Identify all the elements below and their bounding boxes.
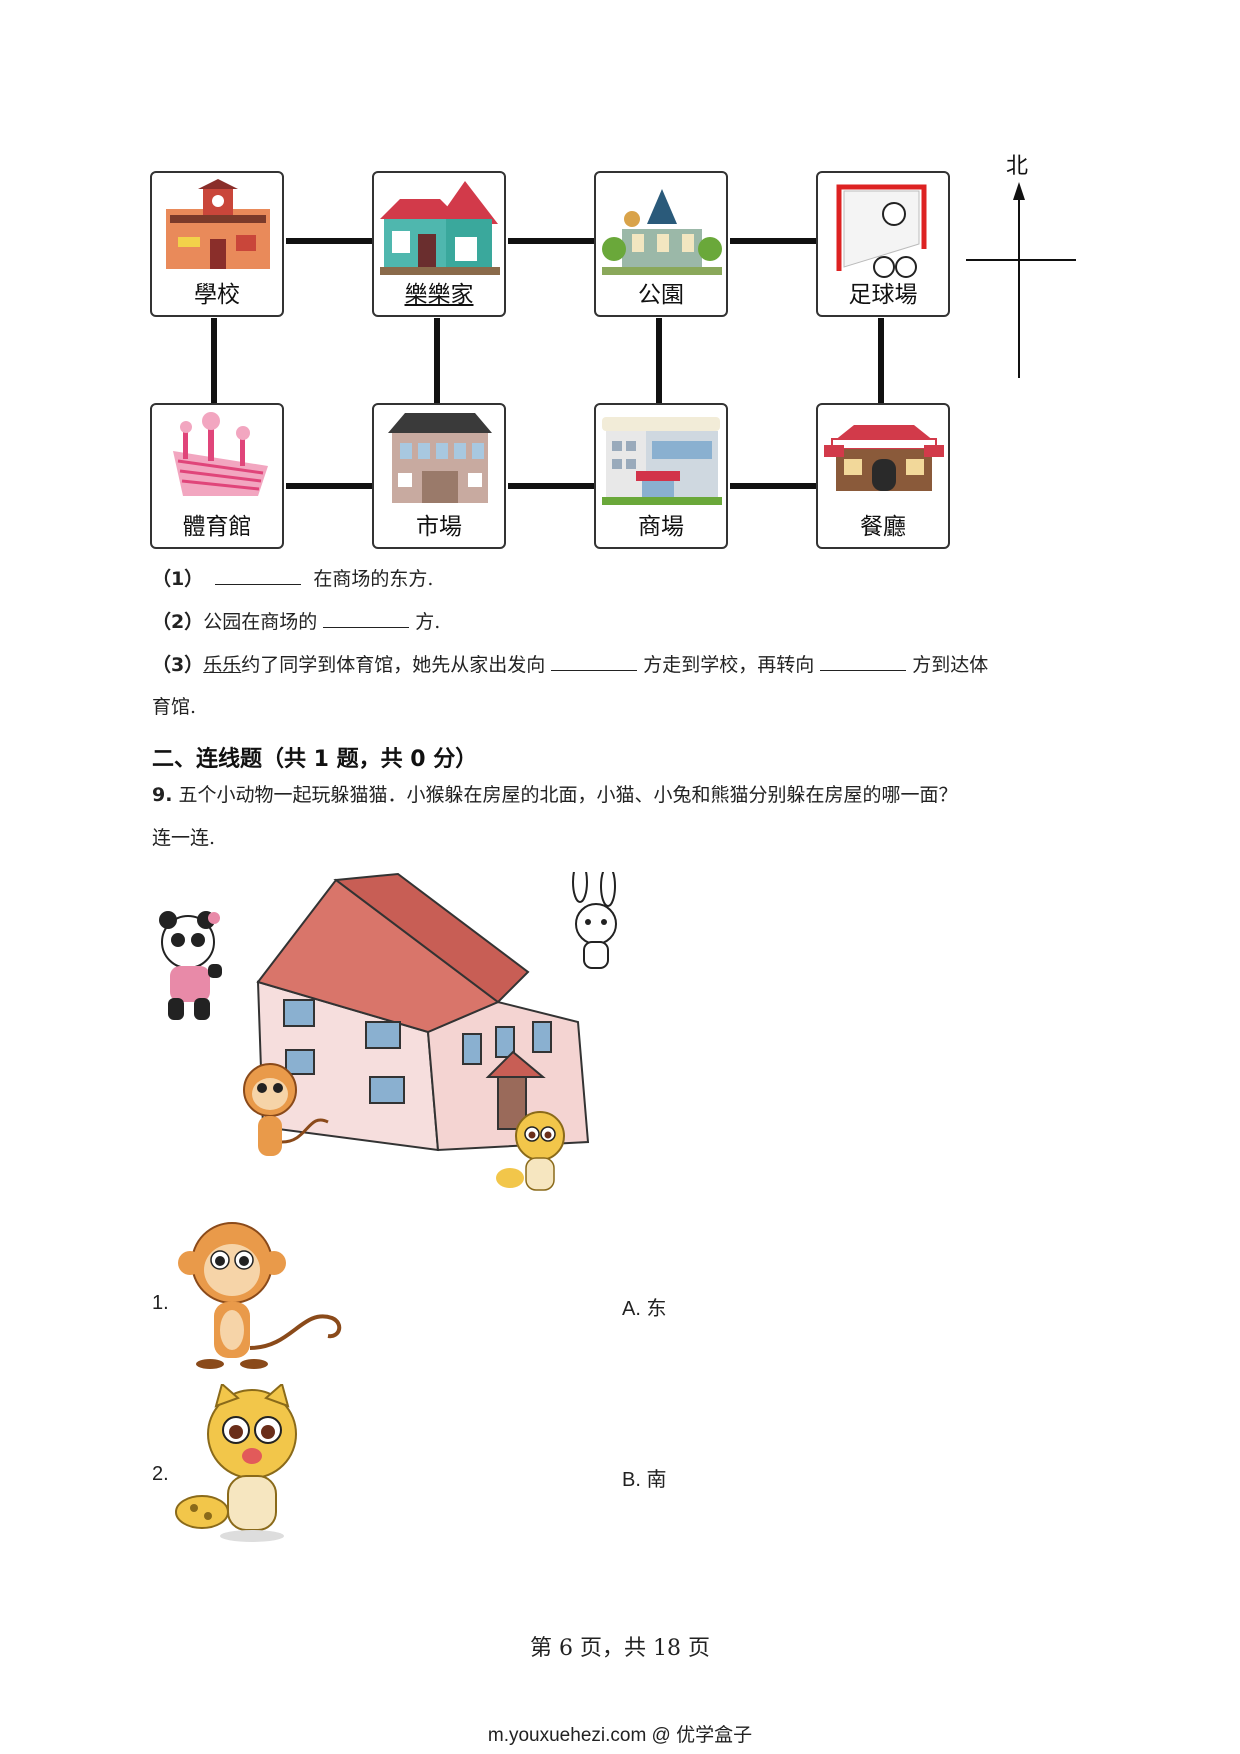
place-gym: 體育館	[150, 403, 284, 549]
place-label: 餐廳	[860, 514, 906, 540]
place-label: 市場	[416, 514, 462, 540]
answer-blank[interactable]	[323, 613, 410, 628]
stadium-icon	[173, 412, 268, 496]
road	[286, 483, 372, 489]
cat-icon	[175, 1384, 297, 1542]
compass-arrow-icon	[966, 182, 1076, 378]
question-text: 五个小动物一起玩躲猫猫．小猴躲在房屋的北面，小猫、小兔和熊猫分别躲在房屋的哪一面…	[178, 784, 958, 806]
restaurant-icon	[824, 425, 944, 491]
place-market: 市場	[372, 403, 506, 549]
question-text: 公园在商场的	[203, 611, 318, 633]
road	[508, 238, 594, 244]
road	[286, 238, 372, 244]
place-school: 學校	[150, 171, 284, 317]
place-label: 商場	[638, 514, 684, 540]
place-mall: 商場	[594, 403, 728, 549]
monkey-icon	[178, 1222, 342, 1369]
road	[730, 483, 816, 489]
answer-blank[interactable]	[215, 570, 302, 585]
match-left-2[interactable]: 2.	[152, 1463, 169, 1485]
match-right-a[interactable]: A. 东	[622, 1298, 667, 1320]
mall-icon	[602, 417, 722, 505]
place-label: 足球場	[848, 282, 918, 308]
panda-icon	[159, 911, 222, 1020]
match-right-b[interactable]: B. 南	[622, 1469, 667, 1491]
road	[434, 318, 440, 404]
house-icon	[380, 181, 500, 275]
question-text: 方.	[415, 611, 441, 633]
house-scene	[159, 872, 617, 1191]
place-label: 學校	[194, 282, 240, 308]
place-restaurant: 餐廳	[816, 403, 950, 549]
road	[730, 238, 816, 244]
question-number: （1）	[152, 568, 204, 590]
question-3-line2: 育馆.	[152, 696, 197, 718]
road	[508, 483, 594, 489]
question-number: （3）	[152, 654, 204, 676]
question-text: 方走到学校，再转向	[643, 654, 815, 676]
house-icon	[256, 872, 590, 1152]
school-icon	[166, 179, 270, 269]
monkey-icon	[243, 1063, 329, 1156]
answer-blank[interactable]	[551, 656, 638, 671]
question-text: 方到达体	[912, 654, 989, 676]
place-label: 樂樂家	[404, 282, 474, 308]
compass-north-label: 北	[1006, 154, 1029, 179]
rabbit-icon	[572, 872, 617, 969]
place-football-field: 足球場	[816, 171, 950, 317]
football-goal-icon	[836, 184, 927, 278]
place-park: 公園	[594, 171, 728, 317]
cat-icon	[496, 1111, 565, 1191]
road	[211, 318, 217, 404]
section-title: 二、连线题（共 1 题，共 0 分）	[152, 747, 478, 772]
market-icon	[388, 413, 492, 503]
compass: 北	[966, 148, 1078, 378]
question-text: 约了同学到体育馆，她先从家出发向	[241, 654, 546, 676]
watermark: m.youxuehezi.com @ 优学盒子	[487, 1725, 753, 1746]
page-footer: 第 6 页，共 18 页	[530, 1636, 710, 1661]
match-left-1[interactable]: 1.	[152, 1292, 169, 1314]
park-icon	[602, 189, 722, 275]
road	[878, 318, 884, 404]
question-9: 9. 五个小动物一起玩躲猫猫．小猴躲在房屋的北面，小猫、小兔和熊猫分别躲在房屋的…	[152, 786, 958, 805]
question-number: 9.	[152, 784, 173, 806]
question-name: 乐乐	[203, 654, 242, 676]
question-2: （2）公园在商场的 方.	[152, 613, 440, 632]
answer-blank[interactable]	[820, 656, 907, 671]
question-1: （1） 在商场的东方.	[152, 570, 433, 589]
question-text: 在商场的东方.	[313, 568, 434, 590]
question-number: （2）	[152, 611, 204, 633]
question-9-line2: 连一连.	[152, 827, 216, 849]
place-label: 體育館	[182, 514, 252, 540]
place-lele-home: 樂樂家	[372, 171, 506, 317]
road	[656, 318, 662, 404]
question-3: （3）乐乐约了同学到体育馆，她先从家出发向 方走到学校，再转向 方到达体	[152, 656, 988, 675]
place-label: 公園	[638, 282, 684, 308]
